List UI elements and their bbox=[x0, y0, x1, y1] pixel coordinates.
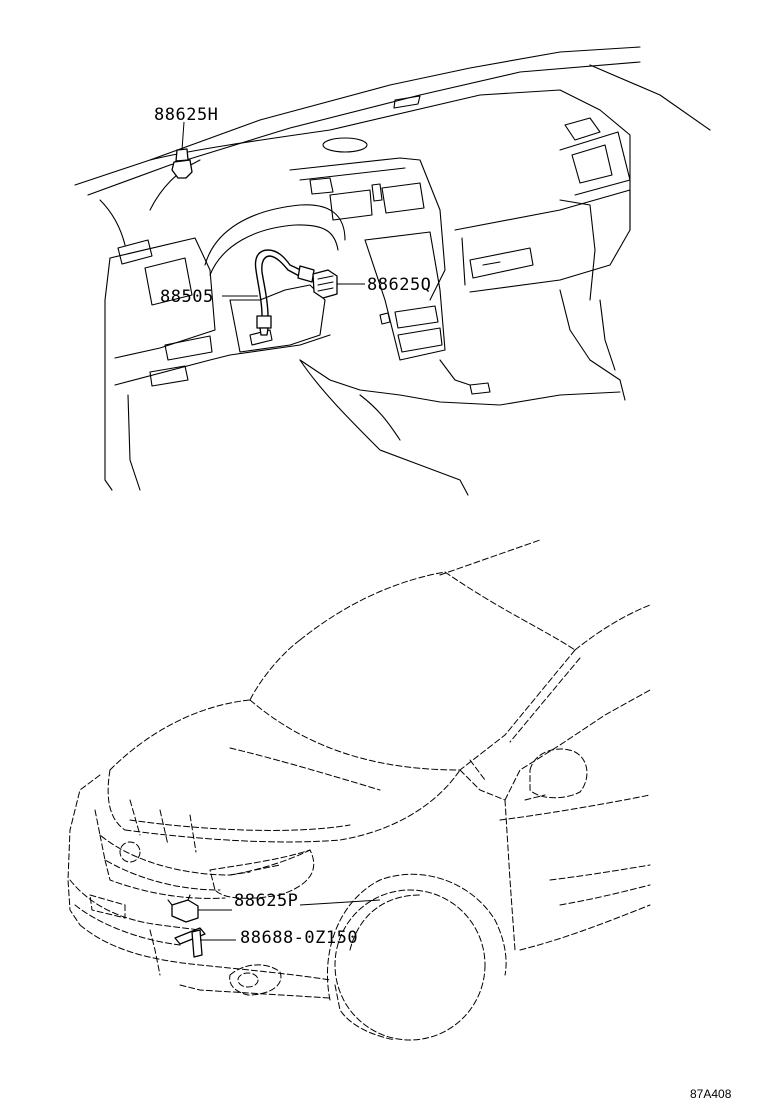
car-front-view bbox=[67, 539, 651, 1041]
label-88625p: 88625P bbox=[234, 891, 298, 911]
figure-code: 87A408 bbox=[690, 1087, 732, 1101]
sensor-88625q bbox=[312, 269, 338, 299]
label-88625h: 88625H bbox=[154, 105, 218, 125]
sensor-88625h bbox=[171, 148, 193, 179]
bracket-88688-0z150 bbox=[174, 927, 206, 958]
leader-88625h bbox=[181, 121, 185, 151]
label-88505: 88505 bbox=[160, 287, 214, 307]
harness-88505 bbox=[254, 249, 315, 336]
sensor-88625p bbox=[167, 894, 199, 923]
label-88688-0z150: 88688-0Z150 bbox=[240, 928, 358, 948]
dashboard-view bbox=[74, 46, 711, 496]
label-88625q: 88625Q bbox=[367, 275, 431, 295]
